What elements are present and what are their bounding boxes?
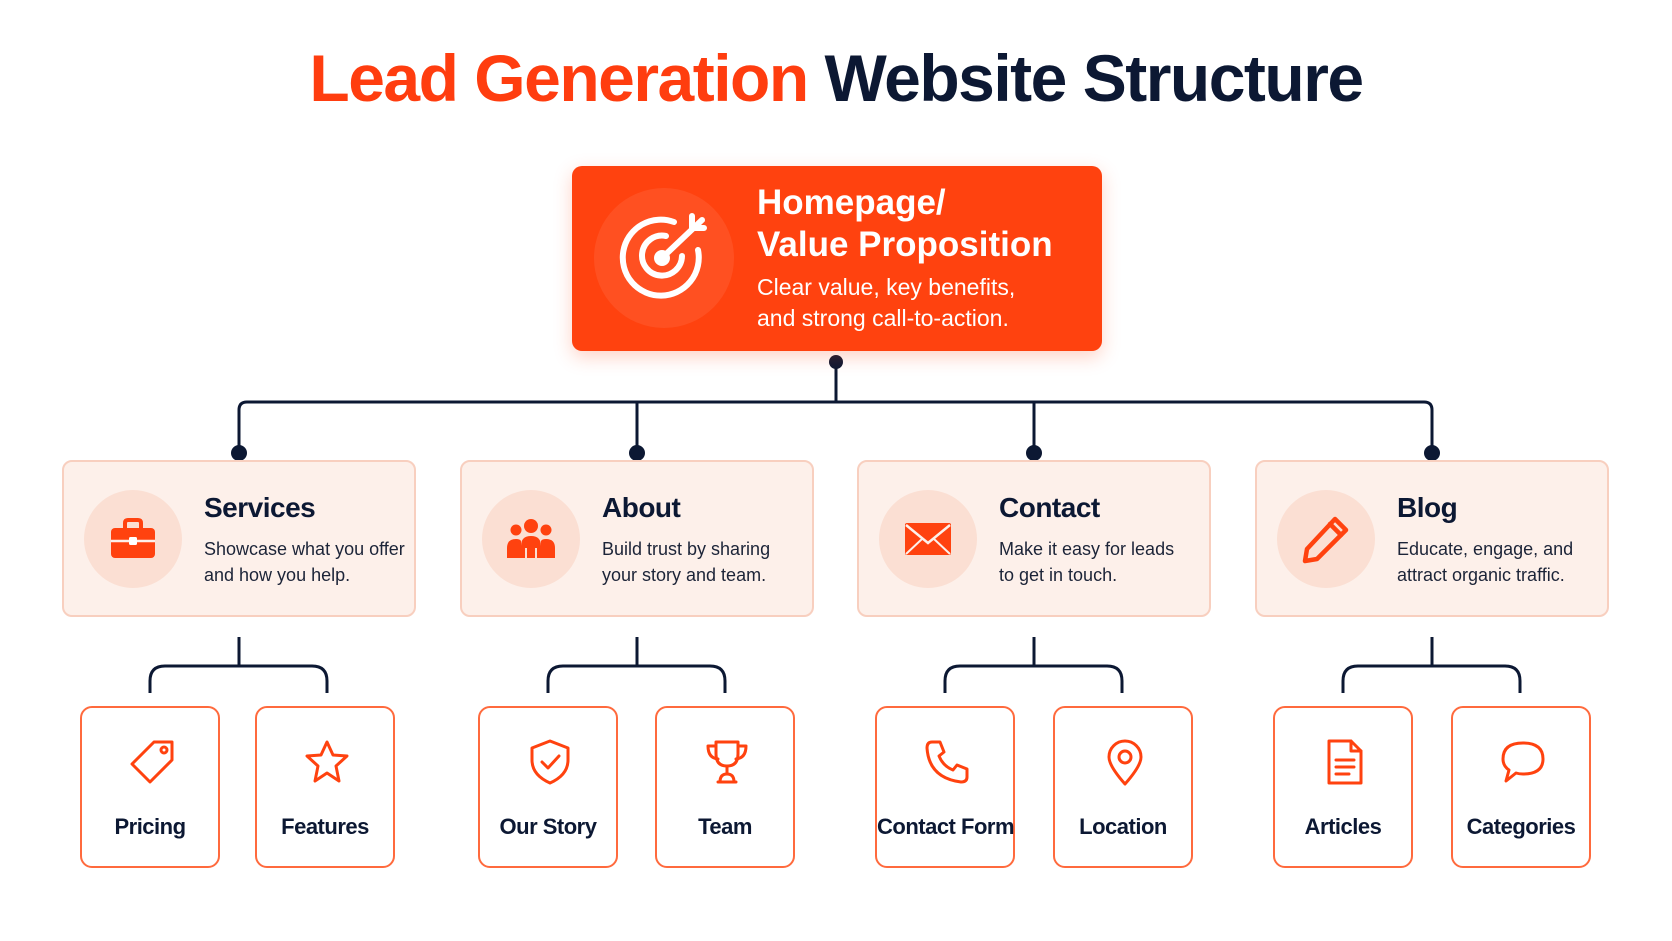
page-node-pricing[interactable]: Pricing <box>80 706 220 868</box>
homepage-title-line2: Value Proposition <box>757 225 1053 264</box>
page-node-team[interactable]: Team <box>655 706 795 868</box>
document-icon <box>1327 739 1363 785</box>
homepage-title: Homepage/ Value Proposition <box>757 182 1097 266</box>
section-blog[interactable]: Blog Educate, engage, and attract organi… <box>1255 460 1609 617</box>
section-title: About <box>602 492 681 523</box>
section-services[interactable]: Services Showcase what you offer and how… <box>62 460 416 617</box>
section-description: Make it easy for leads to get in touch. <box>999 536 1204 588</box>
page-node-label: Pricing <box>114 814 186 839</box>
homepage-desc-line1: Clear value, key benefits, <box>757 274 1016 300</box>
page-title: Lead Generation Website Structure <box>0 36 1672 120</box>
desc-line1: Make it easy for leads <box>999 539 1175 559</box>
shield-check-icon <box>530 739 570 785</box>
tag-icon <box>130 740 174 784</box>
pencil-icon <box>1277 490 1375 588</box>
page-node-our-story[interactable]: Our Story <box>478 706 618 868</box>
people-icon <box>482 490 580 588</box>
section-title: Contact <box>999 492 1100 523</box>
briefcase-icon <box>84 490 182 588</box>
trophy-icon <box>706 740 748 784</box>
title-accent: Lead Generation <box>309 41 809 115</box>
chat-bubble-icon <box>1501 741 1545 783</box>
page-node-label: Categories <box>1466 814 1576 839</box>
desc-line2: to get in touch. <box>999 565 1118 585</box>
page-node-contact-form[interactable]: Contact Form <box>875 706 1015 868</box>
page-node-label: Location <box>1079 814 1167 839</box>
page-node-location[interactable]: Location <box>1053 706 1193 868</box>
page-node-label: Contact Form <box>877 814 1015 839</box>
page-node-features[interactable]: Features <box>255 706 395 868</box>
desc-line2: and how you help. <box>204 565 351 585</box>
desc-line1: Educate, engage, and <box>1397 539 1574 559</box>
homepage-description: Clear value, key benefits, and strong ca… <box>757 272 1097 334</box>
desc-line2: attract organic traffic. <box>1397 565 1565 585</box>
page-node-label: Articles <box>1304 814 1382 839</box>
target-icon <box>594 188 734 328</box>
page-node-categories[interactable]: Categories <box>1451 706 1591 868</box>
homepage-node[interactable]: Homepage/ Value Proposition Clear value,… <box>572 166 1102 351</box>
page-node-articles[interactable]: Articles <box>1273 706 1413 868</box>
section-title: Services <box>204 492 316 523</box>
page-node-label: Features <box>281 814 369 839</box>
section-description: Build trust by sharing your story and te… <box>602 536 807 588</box>
section-description: Educate, engage, and attract organic tra… <box>1397 536 1602 588</box>
desc-line2: your story and team. <box>602 565 767 585</box>
homepage-desc-line2: and strong call-to-action. <box>757 305 1009 331</box>
page-node-label: Team <box>698 814 752 839</box>
star-icon <box>305 740 349 783</box>
desc-line1: Showcase what you offer <box>204 539 405 559</box>
homepage-title-line1: Homepage/ <box>757 183 946 222</box>
section-contact[interactable]: Contact Make it easy for leads to get in… <box>857 460 1211 617</box>
section-description: Showcase what you offer and how you help… <box>204 536 409 588</box>
phone-icon <box>925 740 969 784</box>
section-title: Blog <box>1397 492 1458 523</box>
desc-line1: Build trust by sharing <box>602 539 771 559</box>
envelope-icon <box>879 490 977 588</box>
title-main: Website Structure <box>824 41 1365 115</box>
page-node-label: Our Story <box>499 814 597 839</box>
section-about[interactable]: About Build trust by sharing your story … <box>460 460 814 617</box>
map-pin-icon <box>1107 739 1143 786</box>
